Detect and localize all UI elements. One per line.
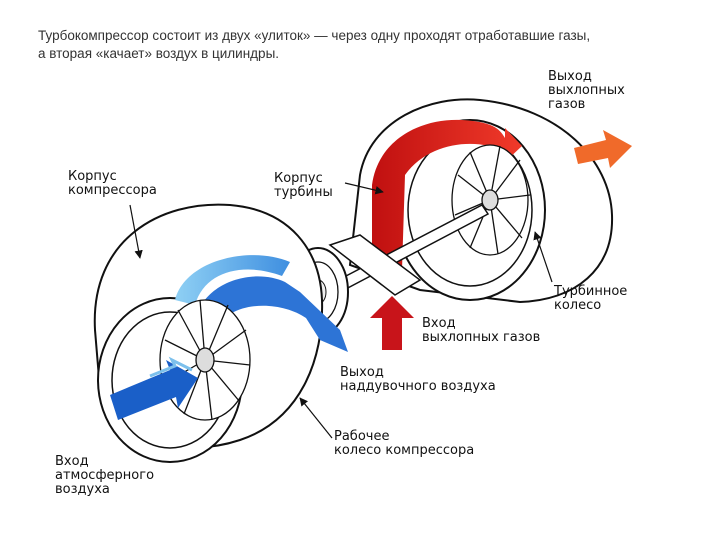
label-turbine-wheel: Турбинное колесо [554,285,627,313]
label-exhaust-out: Выход выхлопных газов [548,70,625,112]
label-turbine-housing: Корпус турбины [274,172,333,200]
exhaust-outlet-arrow [574,130,632,168]
label-air-in: Вход атмосферного воздуха [55,455,154,497]
exhaust-inlet-arrow [370,296,414,350]
label-compressor-wheel: Рабочее колесо компрессора [334,430,474,458]
label-boost-out: Выход наддувочного воздуха [340,366,496,394]
label-compressor-housing: Корпус компрессора [68,170,157,198]
label-exhaust-in: Вход выхлопных газов [422,317,540,345]
